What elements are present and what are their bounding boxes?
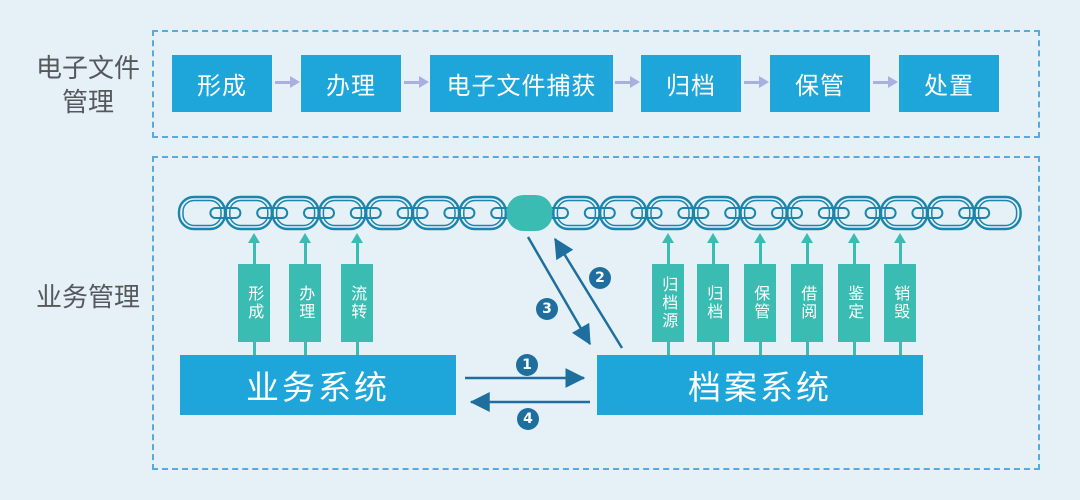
up-arrow-icon: [848, 233, 860, 264]
chain-link-inner: [463, 199, 503, 227]
biz-pillar-formation: 形成: [238, 233, 270, 355]
chain-link-inner: [650, 199, 690, 227]
chain-link-inner: [182, 199, 222, 227]
right-arrow-icon: [744, 76, 769, 88]
efile-management-panel: 形成 办理 电子文件捕获 归档 保管 处置: [152, 30, 1040, 138]
up-arrow-icon: [754, 233, 766, 264]
pillar-label: 借阅: [791, 264, 823, 342]
connection-arrows-layer: [465, 236, 624, 412]
flow-step-processing: 办理: [301, 55, 401, 112]
section-label-business-management: 业务管理: [35, 283, 140, 313]
arc-pillar-archive-source: 归档源: [652, 233, 684, 355]
chain-link-inner: [837, 199, 877, 227]
chain-link: [458, 195, 507, 231]
pillar-label: 归档源: [652, 264, 684, 342]
chain-link-inner: [884, 199, 924, 227]
chain-link-inner: [275, 199, 316, 227]
biz-pillar-circulation: 流转: [341, 233, 373, 355]
connector-line: [711, 342, 715, 355]
pillar-label: 保管: [744, 264, 776, 342]
pillar-label: 流转: [341, 264, 373, 342]
chain-solid-link: [506, 195, 553, 231]
chain-link-inner: [603, 199, 643, 227]
blockchain-chain: [177, 195, 1022, 231]
connector-line: [758, 342, 762, 355]
up-arrow-icon: [707, 233, 719, 264]
pillar-label: 办理: [289, 264, 321, 342]
chain-link-inner: [416, 199, 456, 227]
step-badge-3: 3: [536, 298, 558, 320]
archive-system-box: 档案系统: [597, 355, 923, 415]
up-arrow-icon: [894, 233, 906, 264]
up-arrow-icon: [801, 233, 813, 264]
chain-link-inner: [556, 199, 597, 227]
chain-link-inner: [369, 199, 409, 227]
right-arrow-icon: [873, 76, 898, 88]
pillar-label: 销毁: [884, 264, 916, 342]
flow-step-efile-capture: 电子文件捕获: [430, 55, 613, 112]
up-arrow-icon: [351, 233, 363, 264]
flow-step-formation: 形成: [172, 55, 272, 112]
chain-link-inner: [743, 199, 784, 227]
arc-pillar-archiving: 归档: [697, 233, 729, 355]
up-arrow-icon: [248, 233, 260, 264]
arrow-2-archive-to-chain: [553, 237, 624, 349]
pillar-label: 归档: [697, 264, 729, 342]
up-arrow-icon: [662, 233, 674, 264]
connector-line: [355, 342, 359, 355]
up-arrow-icon: [299, 233, 311, 264]
arc-pillar-destruction: 销毁: [884, 233, 916, 355]
arrow-3-chain-to-archive: [526, 236, 592, 346]
chain-link-inner: [322, 199, 363, 227]
connector-line: [252, 342, 256, 355]
connector-line: [303, 342, 307, 355]
right-arrow-icon: [275, 76, 300, 88]
pillar-label: 鉴定: [838, 264, 870, 342]
connector-line: [805, 342, 809, 355]
right-arrow-icon: [615, 76, 640, 88]
arc-pillar-borrowing: 借阅: [791, 233, 823, 355]
right-arrow-icon: [404, 76, 429, 88]
chain-link-inner: [229, 199, 269, 227]
flow-step-disposal: 处置: [899, 55, 999, 112]
step-badge-1: 1: [516, 354, 538, 376]
step-badge-4: 4: [517, 408, 539, 430]
arc-pillar-preservation: 保管: [744, 233, 776, 355]
section-label-efile-management: 电子文件管理: [35, 54, 140, 118]
connector-line: [666, 342, 670, 355]
business-system-box: 业务系统: [180, 355, 456, 415]
pillar-label: 形成: [238, 264, 270, 342]
business-management-panel: 形成 办理 流转 归档源 归档 保管: [152, 156, 1040, 470]
chain-link-inner: [977, 199, 1018, 227]
biz-pillar-processing: 办理: [289, 233, 321, 355]
chain-link: [973, 195, 1022, 231]
arc-pillar-appraisal: 鉴定: [838, 233, 870, 355]
flow-step-preservation: 保管: [770, 55, 870, 112]
flow-step-archiving: 归档: [641, 55, 741, 112]
chain-link-inner: [790, 199, 831, 227]
connector-line: [852, 342, 856, 355]
chain-link-inner: [931, 199, 971, 227]
connector-line: [898, 342, 902, 355]
chain-link-inner: [697, 199, 737, 227]
step-badge-2: 2: [589, 267, 611, 289]
